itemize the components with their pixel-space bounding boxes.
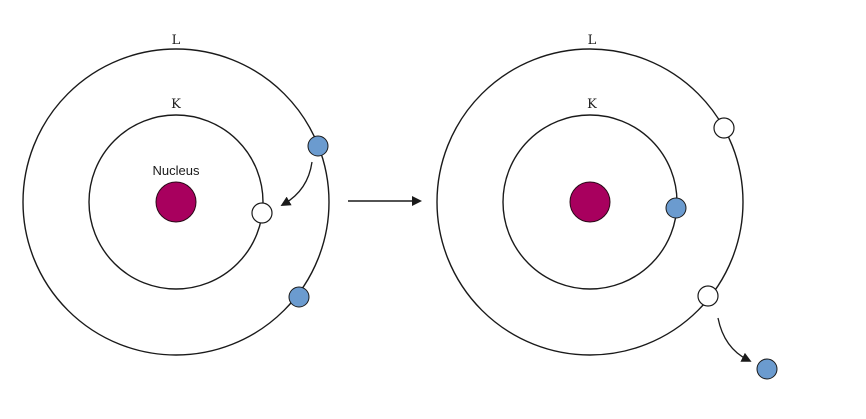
shell-label-l-after: L (588, 33, 597, 48)
l-shell-vacancy-lower (697, 285, 719, 307)
electron-drop-arrow (280, 161, 313, 207)
nucleus-label: Nucleus (153, 163, 200, 178)
atom-after: L K (436, 33, 778, 380)
outer-shell-l-before (22, 48, 330, 356)
nucleus-before (155, 181, 197, 223)
inner-shell-k-before (88, 114, 264, 290)
shell-label-l-before: L (172, 33, 181, 48)
l-shell-electron (288, 286, 310, 308)
k-shell-vacancy (251, 202, 273, 224)
nucleus-after (569, 181, 611, 223)
atom-before: L K Nucleus (22, 33, 330, 356)
shell-label-k-before: K (171, 97, 181, 112)
l-shell-electron-transitioning (307, 135, 329, 157)
outer-shell-l-after (436, 48, 744, 356)
k-shell-electron-filled (665, 197, 687, 219)
auger-electron-ejected (756, 358, 778, 380)
ejection-arrow (717, 317, 752, 362)
shell-label-k-after: K (587, 97, 597, 112)
l-shell-vacancy-upper (713, 117, 735, 139)
